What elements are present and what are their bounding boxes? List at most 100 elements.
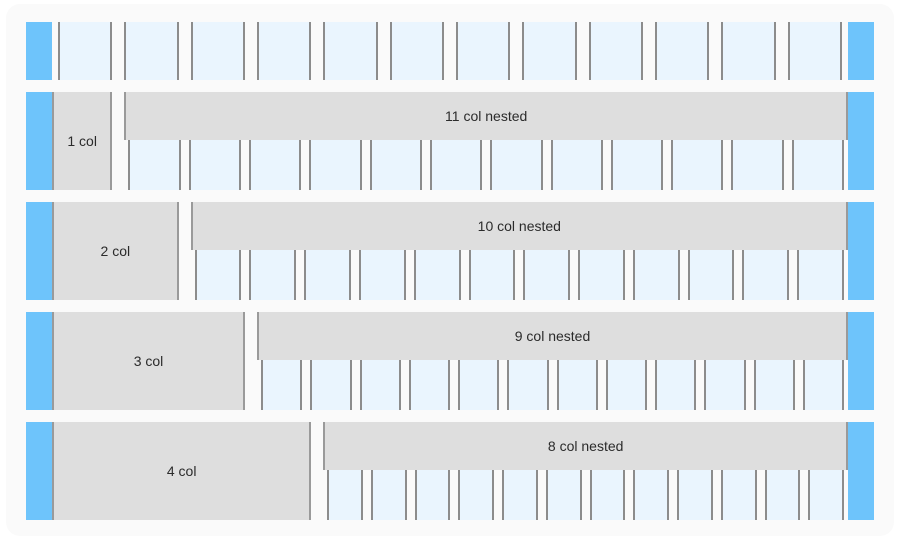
nested-column-strip: [257, 360, 848, 410]
grid-column-cell-12: [787, 22, 842, 80]
nested-column-cell-2: [249, 250, 297, 300]
nested-column-cell-8: [578, 250, 625, 300]
column-strip: [52, 22, 848, 80]
nested-column-strip: [323, 470, 848, 520]
nested-column-label: 10 col nested: [477, 218, 561, 234]
nested-column-cell-9: [632, 250, 680, 300]
nested-column-cell-10: [720, 470, 757, 520]
nested-column-cell-12: [791, 140, 845, 190]
nested-column-block: 10 col nested: [190, 202, 848, 300]
nested-column-cell-11: [731, 140, 784, 190]
nested-column-cell-9: [610, 140, 664, 190]
grid-column-cell-8: [522, 22, 577, 80]
nested-column-cell-6: [429, 140, 483, 190]
nested-column-cell-8: [605, 360, 647, 410]
grid-column-cell-10: [654, 22, 710, 80]
row-edge-marker-right: [848, 22, 874, 80]
nested-column-block: 8 col nested: [323, 422, 848, 520]
nested-column-cell-7: [589, 470, 626, 520]
nested-column-strip: [191, 250, 848, 300]
grid-column-cell-5: [323, 22, 378, 80]
grid-column-cell-7: [455, 22, 511, 80]
row-edge-marker-right: [848, 92, 874, 190]
row-edge-marker-left: [26, 422, 52, 520]
parent-column-label: 1 col: [67, 133, 97, 149]
nested-column-label: 11 col nested: [445, 108, 528, 124]
parent-column-block: 3 col: [52, 312, 245, 410]
parent-column-block: 1 col: [52, 92, 113, 190]
nested-column-header: 11 col nested: [124, 92, 848, 140]
nested-column-cell-12: [797, 250, 845, 300]
grid-column-cell-4: [256, 22, 312, 80]
nested-column-cell-3: [304, 250, 351, 300]
nested-column-cell-10: [687, 250, 735, 300]
nested-column-cell-3: [359, 360, 401, 410]
grid-column-cell-6: [389, 22, 444, 80]
nested-column-cell-8: [550, 140, 603, 190]
nested-column-header: 8 col nested: [323, 422, 848, 470]
nested-column-cell-10: [671, 140, 724, 190]
grid-row-4-col: 4 col 8 col nested: [26, 422, 874, 520]
nested-column-cell-2: [188, 140, 241, 190]
parent-column-label: 3 col: [133, 353, 164, 369]
grid-column-cell-9: [588, 22, 643, 80]
nested-column-cell-9: [677, 470, 713, 520]
parent-column-label: 4 col: [166, 463, 197, 479]
grid-column-cell-2: [124, 22, 179, 80]
nested-column-cell-1: [128, 140, 181, 190]
row-edge-marker-left: [26, 312, 52, 410]
row-edge-marker-left: [26, 202, 52, 300]
nested-column-cell-7: [523, 250, 571, 300]
nested-column-block: 11 col nested: [124, 92, 848, 190]
nested-column-cell-11: [764, 470, 801, 520]
nested-column-cell-5: [369, 140, 422, 190]
nested-column-cell-3: [248, 140, 302, 190]
grid-column-cell-3: [190, 22, 245, 80]
nested-column-cell-11: [753, 360, 795, 410]
nested-column-cell-7: [490, 140, 543, 190]
row-edge-marker-left: [26, 92, 52, 190]
nested-column-cell-4: [458, 470, 495, 520]
nested-column-header: 10 col nested: [190, 202, 848, 250]
nested-column-label: 8 col nested: [547, 438, 624, 454]
nested-column-label: 9 col nested: [514, 328, 591, 344]
grid-row-3-col: 3 col 9 col nested: [26, 312, 874, 410]
grid-demo-card: 1 col 11 col nested 2 col 10 col nested …: [6, 4, 894, 536]
parent-column-block: 2 col: [52, 202, 179, 300]
nested-column-cell-2: [371, 470, 407, 520]
nested-column-cell-4: [359, 250, 406, 300]
nested-column-cell-6: [468, 250, 516, 300]
grid-row-1-col: 1 col 11 col nested: [26, 92, 874, 190]
nested-column-cell-5: [502, 470, 538, 520]
row-edge-marker-right: [848, 312, 874, 410]
row-edge-marker-left: [26, 22, 52, 80]
nested-column-cell-6: [545, 470, 582, 520]
nested-column-cell-5: [458, 360, 500, 410]
nested-column-cell-12: [802, 360, 844, 410]
parent-column-label: 2 col: [100, 243, 131, 259]
nested-column-cell-2: [310, 360, 352, 410]
nested-column-cell-1: [327, 470, 364, 520]
grid-row-plain: [26, 22, 874, 80]
row-edge-marker-right: [848, 422, 874, 520]
nested-column-cell-5: [413, 250, 461, 300]
nested-column-cell-4: [309, 140, 362, 190]
nested-column-cell-7: [556, 360, 598, 410]
nested-column-header: 9 col nested: [257, 312, 848, 360]
nested-column-cell-12: [808, 470, 844, 520]
nested-column-cell-3: [414, 470, 451, 520]
nested-column-block: 9 col nested: [257, 312, 848, 410]
grid-column-cell-11: [721, 22, 776, 80]
parent-column-block: 4 col: [52, 422, 312, 520]
grid-row-2-col: 2 col 10 col nested: [26, 202, 874, 300]
nested-column-cell-4: [408, 360, 450, 410]
nested-column-cell-9: [655, 360, 697, 410]
grid-column-cell-1: [58, 22, 113, 80]
nested-column-cell-1: [194, 250, 242, 300]
row-edge-marker-right: [848, 202, 874, 300]
nested-column-cell-6: [507, 360, 549, 410]
nested-column-cell-11: [742, 250, 790, 300]
nested-column-strip: [124, 140, 848, 190]
nested-column-cell-10: [704, 360, 746, 410]
nested-column-cell-1: [261, 360, 303, 410]
